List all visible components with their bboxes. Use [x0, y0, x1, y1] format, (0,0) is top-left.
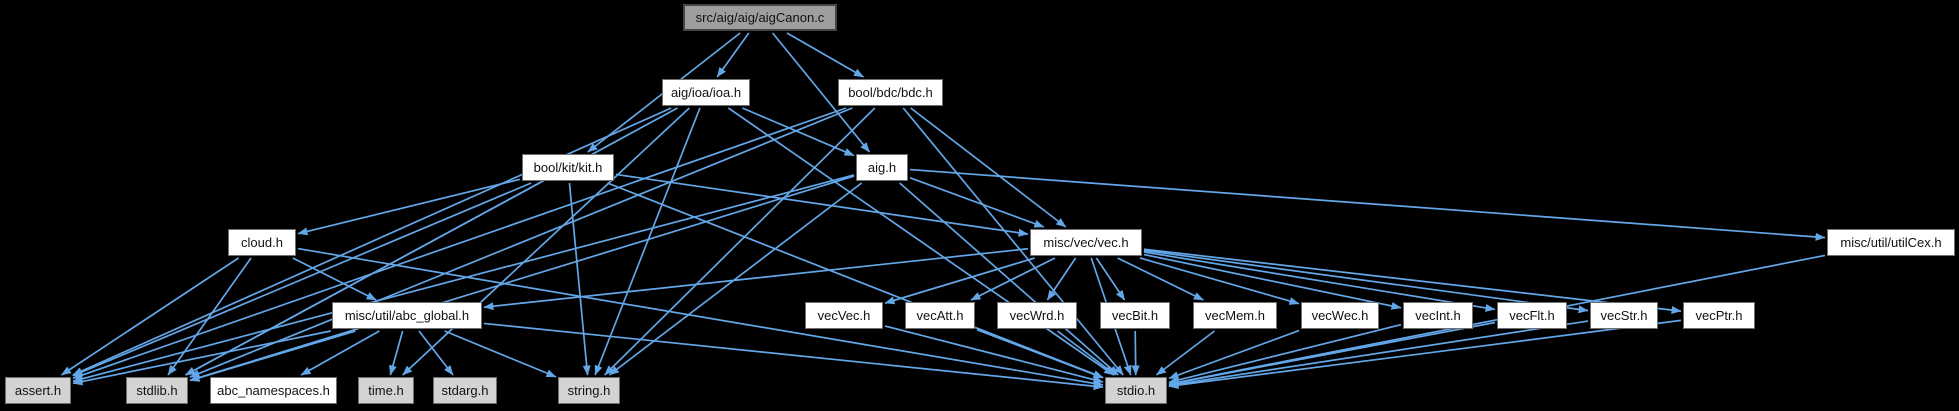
include-edge-vec-vecint: [1143, 253, 1402, 310]
include-edge-aig-utilcex: [909, 168, 1826, 241]
include-edge-vec-vecwec: [1139, 257, 1300, 305]
include-edge-vecbit-stdio: [1131, 330, 1140, 376]
include-edge-ioa-time: [402, 107, 690, 376]
graph-node-vecbit[interactable]: vecBit.h: [1100, 302, 1170, 329]
graph-node-vecatt[interactable]: vecAtt.h: [905, 302, 975, 329]
graph-node-abcglobal[interactable]: misc/util/abc_global.h: [332, 302, 482, 329]
include-edge-abcglobal-stdio: [483, 322, 1104, 391]
include-edge-bdc-assert: [72, 107, 847, 380]
include-edge-kit-vec: [615, 173, 1029, 237]
include-edge-kit-cloud: [297, 178, 521, 236]
include-edge-aig-string: [608, 182, 863, 376]
include-edge-vecflt-stdio: [1168, 321, 1496, 387]
graph-node-vecstr[interactable]: vecStr.h: [1590, 302, 1658, 329]
include-edge-bdc-string: [604, 107, 876, 376]
graph-node-aig[interactable]: aig.h: [856, 154, 908, 181]
include-edge-vec-vecwrd: [1046, 257, 1077, 301]
include-edge-vecwrd-stdio: [1056, 330, 1117, 376]
include-edge-aig-stdlib: [189, 175, 855, 382]
include-edge-aig-assert: [72, 174, 855, 383]
graph-node-time[interactable]: time.h: [358, 377, 414, 404]
graph-node-stdarg[interactable]: stdarg.h: [433, 377, 497, 404]
include-edge-ioa-string: [594, 107, 701, 376]
graph-node-vecmem[interactable]: vecMem.h: [1193, 302, 1277, 329]
include-edge-cloud-stdlib: [167, 257, 252, 376]
include-edge-bdc-vec: [910, 107, 1067, 228]
include-edge-canon-aig: [771, 32, 871, 153]
include-edge-vecmem-stdio: [1155, 330, 1216, 376]
include-edge-abcglobal-assert: [72, 330, 331, 386]
include-edge-cloud-abcglobal: [292, 257, 377, 301]
include-edge-vec-vecbit: [1095, 257, 1126, 301]
include-edge-kit-stdlib: [185, 182, 540, 376]
include-edge-aig-stdio: [899, 182, 1119, 376]
include-edge-abcglobal-stdarg: [418, 330, 454, 376]
graph-node-ioa[interactable]: aig/ioa/ioa.h: [662, 79, 750, 106]
graph-node-vecwec[interactable]: vecWec.h: [1301, 302, 1379, 329]
include-edge-canon-ioa: [716, 32, 750, 78]
include-edge-abcglobal-stdlib: [189, 330, 356, 382]
include-edge-vec-vecvec: [884, 257, 1035, 305]
graph-node-canon[interactable]: src/aig/aig/aigCanon.c: [683, 4, 837, 31]
graph-node-abcns[interactable]: abc_namespaces.h: [210, 377, 337, 404]
include-edge-abcglobal-time: [389, 330, 404, 376]
include-edge-abcglobal-abcns: [300, 330, 380, 376]
graph-node-stdlib[interactable]: stdlib.h: [126, 377, 188, 404]
graph-node-utilcex[interactable]: misc/util/utilCex.h: [1827, 229, 1955, 256]
include-edge-vecstr-stdio: [1168, 320, 1589, 388]
include-edge-kit-assert: [72, 182, 532, 377]
graph-node-kit[interactable]: bool/kit/kit.h: [522, 154, 614, 181]
graph-node-vecint[interactable]: vecInt.h: [1403, 302, 1473, 329]
graph-node-vecwrd[interactable]: vecWrd.h: [997, 302, 1077, 329]
include-edge-bdc-stdlib: [189, 107, 853, 378]
include-edge-abcglobal-string: [444, 330, 557, 378]
graph-node-stdio[interactable]: stdio.h: [1105, 377, 1167, 404]
graph-node-vec[interactable]: misc/vec/vec.h: [1030, 229, 1142, 256]
include-edge-kit-string: [568, 182, 591, 376]
include-edge-vecptr-stdio: [1168, 319, 1682, 390]
graph-node-vecflt[interactable]: vecFlt.h: [1497, 302, 1567, 329]
graph-node-cloud[interactable]: cloud.h: [228, 229, 296, 256]
include-edge-vec-vecflt: [1143, 251, 1496, 312]
include-edge-ioa-stdio: [727, 107, 1115, 376]
include-edge-bdc-stdio: [902, 107, 1124, 376]
include-edge-canon-bdc: [786, 32, 864, 78]
include-edge-vec-vecmem: [1117, 257, 1204, 301]
include-edge-cloud-assert: [60, 257, 240, 376]
include-edge-vecatt-stdio: [976, 328, 1104, 379]
include-edge-vec-vecatt: [970, 257, 1056, 301]
include-edge-ioa-assert: [72, 107, 672, 376]
graph-node-vecptr[interactable]: vecPtr.h: [1683, 302, 1755, 329]
include-edge-vecvec-stdio: [884, 325, 1104, 384]
include-edge-vecint-stdio: [1168, 323, 1402, 384]
include-edge-cloud-stdio: [297, 247, 1104, 388]
graph-node-assert[interactable]: assert.h: [5, 377, 71, 404]
include-edge-vecwec-stdio: [1168, 329, 1300, 380]
graph-node-vecvec[interactable]: vecVec.h: [805, 302, 883, 329]
include-edge-vec-abcglobal: [483, 247, 1029, 311]
include-edge-vec-vecstr: [1143, 249, 1589, 314]
include-edge-aig-vec: [909, 176, 1045, 228]
graph-node-bdc[interactable]: bool/bdc/bdc.h: [838, 79, 943, 106]
include-edge-kit-stdio: [607, 182, 1104, 379]
graph-node-string[interactable]: string.h: [558, 377, 620, 404]
